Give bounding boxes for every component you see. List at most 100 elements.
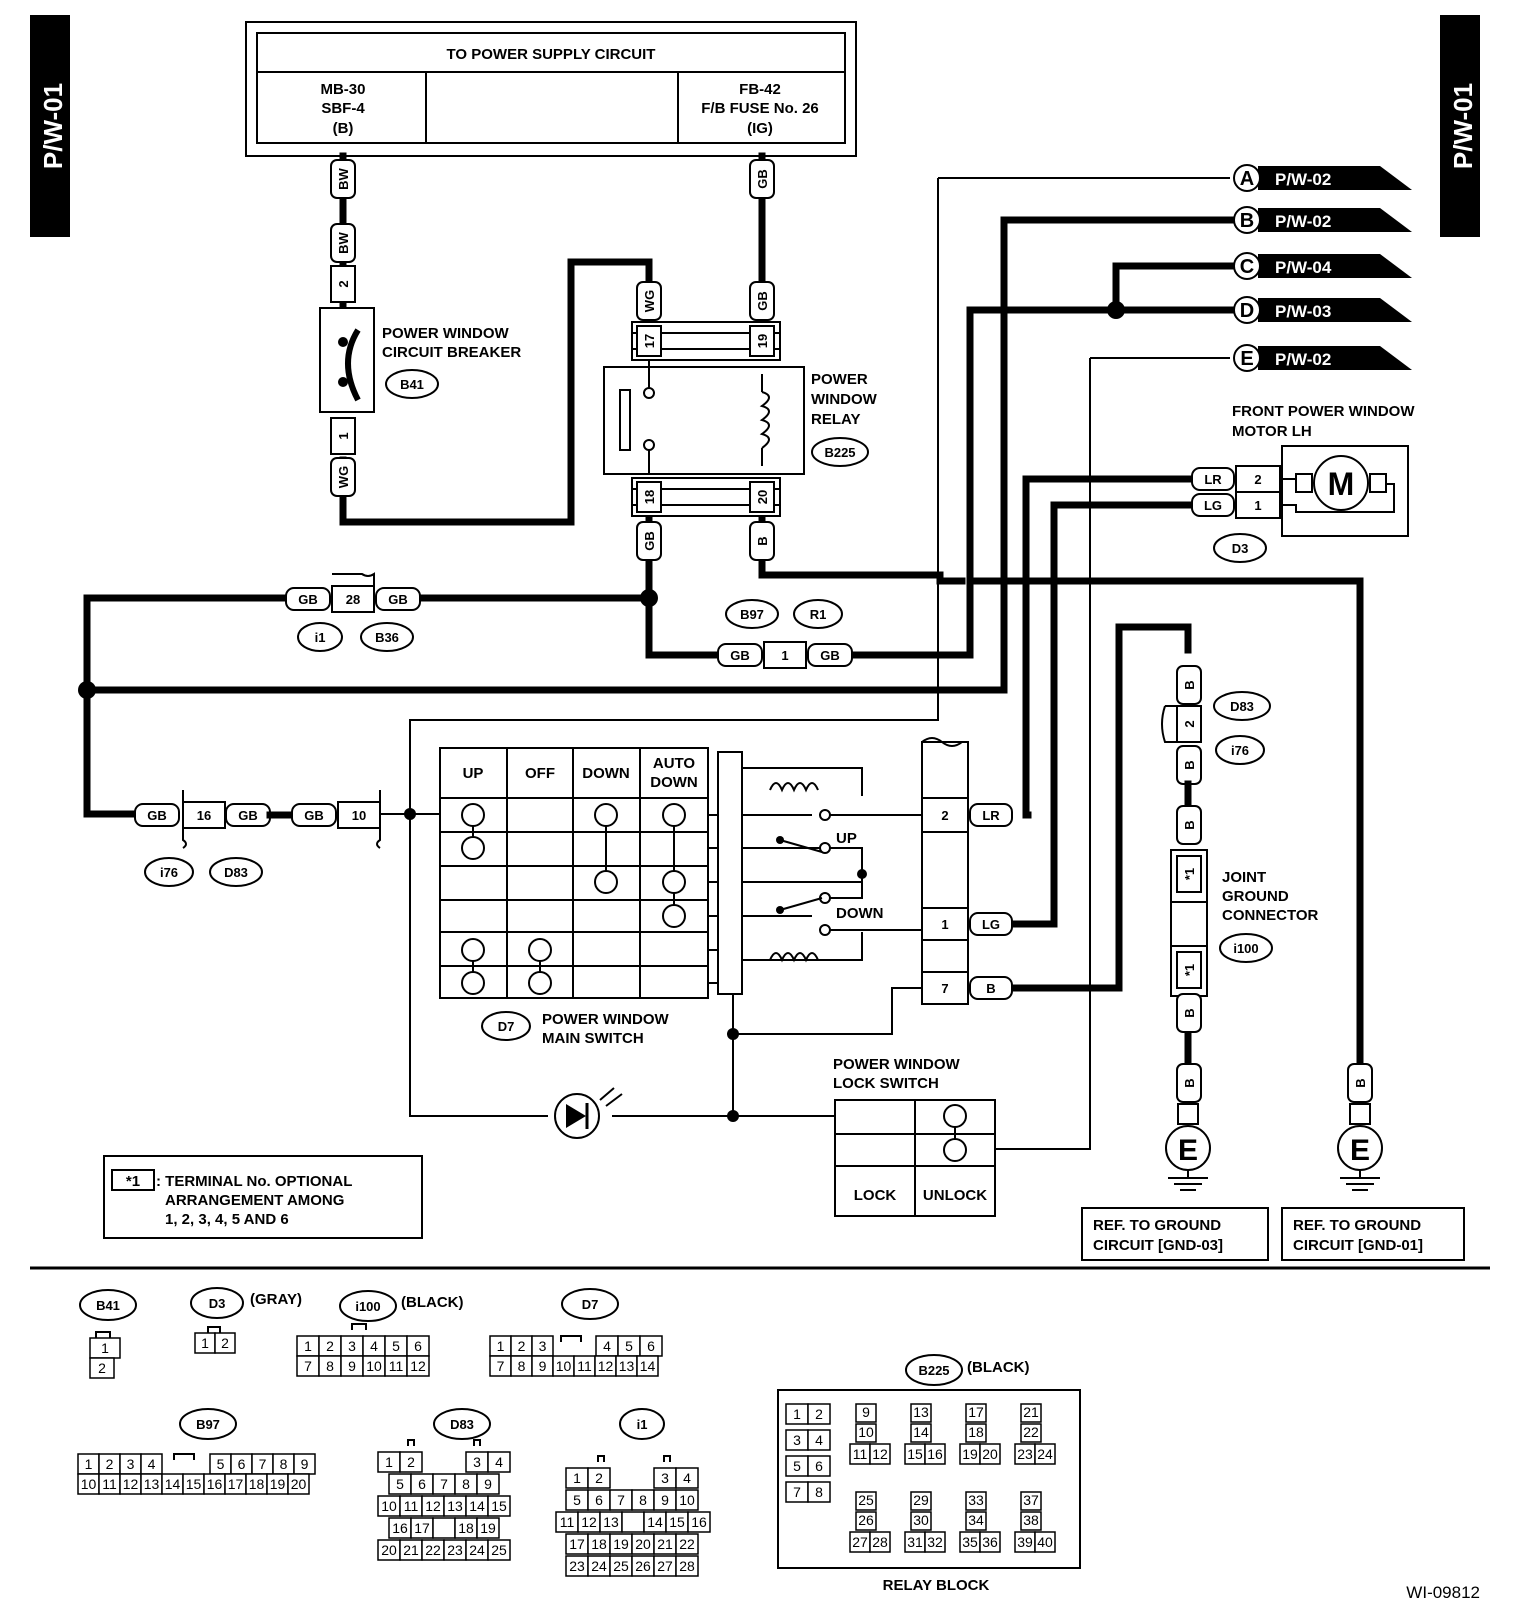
cv-b41-id: B41 <box>96 1298 120 1313</box>
b97-pin: 19 <box>270 1476 286 1492</box>
d7-pin: 11 <box>577 1358 592 1374</box>
motor-pin-1: 1 <box>1254 498 1261 513</box>
ref-c[interactable]: C P/W-04 <box>1233 252 1412 280</box>
d83-pin: 19 <box>480 1520 496 1536</box>
b97-pin: 3 <box>127 1456 135 1472</box>
ref-d[interactable]: D P/W-03 <box>1233 296 1412 324</box>
i1-pin: 13 <box>603 1514 619 1530</box>
i100-pin: 10 <box>366 1358 382 1374</box>
d83-pin: 24 <box>469 1542 485 1558</box>
b225-cell <box>965 1511 987 1531</box>
c28-pin: 28 <box>346 592 360 607</box>
d83-pin: 4 <box>495 1454 503 1470</box>
b225-cell <box>924 1531 946 1553</box>
d83-pin-2: 2 <box>1182 720 1197 727</box>
breaker-label-2: CIRCUIT BREAKER <box>382 344 521 361</box>
power-supply-right-3: (IG) <box>747 120 773 137</box>
b225-pin: 27 <box>852 1534 868 1550</box>
c1-id-b97: B97 <box>740 607 764 622</box>
d83-pin: 15 <box>491 1498 507 1514</box>
d3-pin: 2 <box>221 1335 229 1351</box>
joint-id: i100 <box>1233 941 1258 956</box>
power-supply-right-1: FB-42 <box>739 81 781 98</box>
i1-pin: 20 <box>635 1536 651 1552</box>
b225-cell <box>855 1403 877 1423</box>
connector-latch <box>560 1335 582 1342</box>
d3-pin: 1 <box>201 1335 209 1351</box>
cv-b225-color: (BLACK) <box>967 1359 1029 1376</box>
relay-pin-17: 17 <box>642 334 657 348</box>
b225-pin: 8 <box>815 1484 823 1500</box>
b225-pin: 19 <box>962 1446 978 1462</box>
ref-a-page: P/W-02 <box>1275 170 1331 189</box>
ref-b[interactable]: B P/W-02 <box>1233 206 1412 234</box>
i1-cell <box>675 1467 699 1489</box>
b225-pin: 25 <box>858 1492 874 1508</box>
i100-pin: 1 <box>304 1338 312 1354</box>
motor-wire-lr: LR <box>1204 472 1222 487</box>
relay-pin-18: 18 <box>642 490 657 504</box>
d83-pin: 10 <box>381 1498 397 1514</box>
cv-i100-id: i100 <box>355 1299 380 1314</box>
switch-down: DOWN <box>836 905 884 922</box>
b225-cell <box>924 1443 946 1465</box>
connector-views: B41 D3 (GRAY) i100 (BLACK) D7 B225 (BLAC… <box>77 1287 1081 1594</box>
i100-pin: 3 <box>348 1338 356 1354</box>
d83-pin: 12 <box>425 1498 441 1514</box>
i1-pin: 14 <box>647 1514 663 1530</box>
b225-pin: 14 <box>913 1424 929 1440</box>
d83-pin: 7 <box>440 1476 448 1492</box>
b97-pin: 2 <box>106 1456 114 1472</box>
ground-ref-2-line-2: CIRCUIT [GND-01] <box>1293 1237 1423 1254</box>
ref-c-letter: C <box>1240 256 1254 278</box>
i100-cell <box>406 1355 430 1377</box>
ref-a-letter: A <box>1240 168 1254 190</box>
d7-pin: 3 <box>539 1338 547 1354</box>
i1-pin: 1 <box>573 1470 581 1486</box>
lock-label: LOCK <box>854 1187 897 1204</box>
i1-pin: 16 <box>691 1514 707 1530</box>
motor-symbol: M <box>1328 466 1355 502</box>
b225-pin: 29 <box>913 1492 929 1508</box>
ref-a[interactable]: A P/W-02 <box>1233 164 1412 192</box>
motor-label-2: MOTOR LH <box>1232 423 1312 440</box>
i1-pin: 19 <box>613 1536 629 1552</box>
indicator-led <box>554 1087 623 1139</box>
c28-id-i1: i1 <box>315 630 326 645</box>
c1-id-r1: R1 <box>810 607 827 622</box>
switch-col-off: OFF <box>525 765 555 782</box>
note-line-1: : TERMINAL No. OPTIONAL <box>156 1173 352 1190</box>
b225-pin: 39 <box>1017 1534 1033 1550</box>
ref-e-page: P/W-02 <box>1275 350 1331 369</box>
connector-latch <box>597 1455 605 1462</box>
motor-label-1: FRONT POWER WINDOW <box>1232 403 1415 420</box>
b225-cell <box>869 1531 891 1553</box>
d83-pin: 25 <box>491 1542 507 1558</box>
b225-cell <box>1020 1423 1042 1443</box>
c16-id-i76: i76 <box>160 865 178 880</box>
c1-pin: 1 <box>781 648 788 663</box>
note-line-2: ARRANGEMENT AMONG <box>165 1192 344 1209</box>
b225-cell <box>910 1403 932 1423</box>
ground-ref-2-line-1: REF. TO GROUND <box>1293 1217 1421 1234</box>
ref-e[interactable]: E P/W-02 <box>1233 344 1412 372</box>
i1-pin: 15 <box>669 1514 685 1530</box>
c16-id-d83: D83 <box>224 865 248 880</box>
d83-pin: 21 <box>403 1542 419 1558</box>
d7-pin: 14 <box>640 1358 656 1374</box>
d3-cell <box>214 1332 236 1354</box>
connector-1: B97 R1 GB 1 GB <box>717 599 853 669</box>
power-supply-title: TO POWER SUPPLY CIRCUIT <box>447 46 656 63</box>
b97-pin: 1 <box>85 1456 93 1472</box>
breaker-pin-2: 2 <box>336 280 351 287</box>
b225-pin: 15 <box>907 1446 923 1462</box>
b225-pin: 13 <box>913 1404 929 1420</box>
relay-label-1: POWER <box>811 371 868 388</box>
d83-cell <box>476 1473 500 1495</box>
wire-tag-bw-1: BW <box>336 167 351 189</box>
c28-wire-left: GB <box>298 592 318 607</box>
b225-pin: 20 <box>982 1446 998 1462</box>
ref-e-letter: E <box>1240 348 1253 370</box>
d83-pin: 2 <box>407 1454 415 1470</box>
c28-id-b36: B36 <box>375 630 399 645</box>
